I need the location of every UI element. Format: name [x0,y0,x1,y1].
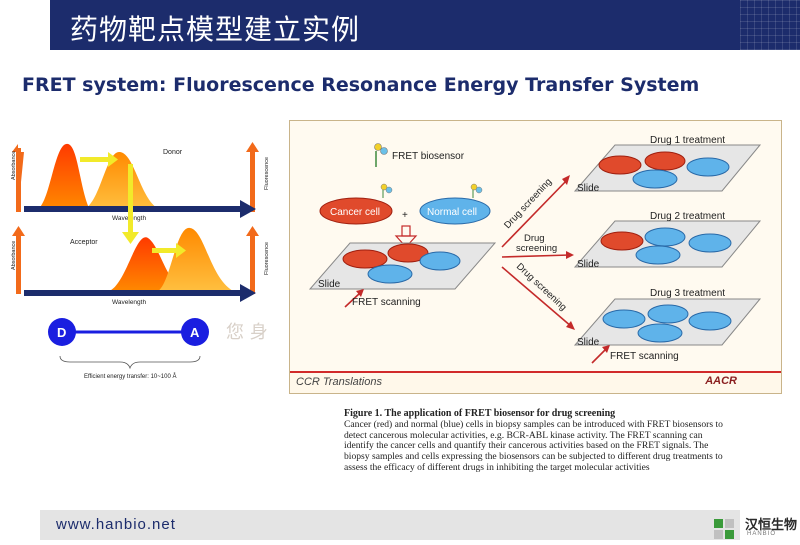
svg-text:Slide: Slide [577,337,600,348]
y-axis-arrow-top-right [246,142,259,152]
biosensor-icon-small-2 [470,183,483,198]
page-title: 药物靶点模型建立实例 [70,13,361,46]
footer-bar [40,510,740,540]
energy-arrow-right [108,152,118,167]
ccr-footer-label: CCR Translations [296,376,382,388]
company-name: 汉恒生物 [745,518,798,533]
acceptor-node [181,318,209,346]
biosensor-icon [374,143,388,167]
svg-text:A: A [190,325,200,340]
company-name-en: HANBIO [747,531,777,537]
x-label-bottom: Wavelength [112,299,146,306]
header-bar [50,0,800,50]
aacr-logo: AACR [705,375,737,387]
acceptor-label: Acceptor [70,239,98,246]
acceptor-absorption-peak [105,237,185,292]
svg-text:Slide: Slide [577,259,600,270]
svg-text:Cancer cell: Cancer cell [330,207,380,218]
header-grid-pattern [740,0,800,50]
hanbio-logo-icon [714,519,734,539]
fret-scanning-3: FRET scanning [610,351,679,362]
acceptor-emission-peak [155,227,235,292]
svg-text:D: D [57,325,66,340]
ccr-figure-panel: FRET biosensor Cancer cell Normal cell +… [289,120,782,394]
y-axis-arrow-bottom-left [12,226,25,236]
drug-screening-diagram: FRET biosensor Cancer cell Normal cell +… [308,135,762,364]
cancer-cell [319,197,393,225]
biosensor-label: FRET biosensor [392,151,465,162]
watermark-text: 您 身 [226,322,268,343]
biosensor-icon-small-1 [380,183,393,198]
x-axis-arrow-top [240,200,256,218]
figure-caption: Figure 1. The application of FRET biosen… [344,408,734,474]
y-label-bottom-left: Absorbance [11,241,17,270]
svg-text:Slide: Slide [577,183,600,194]
ccr-footer-bar: CCR Translations AACR [290,371,781,393]
normal-cell [419,197,491,225]
svg-text:Normal cell: Normal cell [427,207,477,218]
donor-absorption-peak [35,143,90,210]
donor-node [48,318,76,346]
header-left-block [0,0,50,50]
drug-screening-label-2a: Drug [524,233,545,244]
down-arrow [394,235,418,248]
svg-text:Drug 1 treatment: Drug 1 treatment [650,135,725,146]
svg-text:+: + [402,210,408,221]
y-label-bottom-right: Fluorescence [264,242,270,275]
energy-arrow-down [122,232,139,244]
drug-screening-label-1: Drug screening [502,176,554,231]
website-link[interactable]: www.hanbio.net [56,516,176,533]
svg-text:Drug 3 treatment: Drug 3 treatment [650,288,725,299]
drug-screening-label-3: Drug screening [514,261,569,313]
y-label-top-left: Absorbance [11,151,17,180]
energy-arrow-right-2 [176,243,186,258]
transfer-note: Efficient energy transfer: 10~100 Å [84,373,176,380]
y-label-top-right: Fluorescence [264,157,270,190]
x-axis-arrow-bottom [240,284,256,302]
fret-scanning-base: FRET scanning [352,297,421,308]
slide-label-base: Slide [318,279,341,290]
y-axis-arrow-bottom-right [246,226,259,236]
section-subtitle: FRET system: Fluorescence Resonance Ener… [22,74,700,96]
caption-body: Cancer (red) and normal (blue) cells in … [344,418,723,473]
fret-spectra-diagram: Donor Wavelength Absorbance Fluorescence… [11,142,270,380]
donor-emission-peak [80,151,160,210]
svg-text:Drug 2 treatment: Drug 2 treatment [650,211,725,222]
caption-title: Figure 1. The application of FRET biosen… [344,408,616,419]
donor-label: Donor [163,149,183,156]
drug-screening-label-2b: screening [516,243,557,254]
